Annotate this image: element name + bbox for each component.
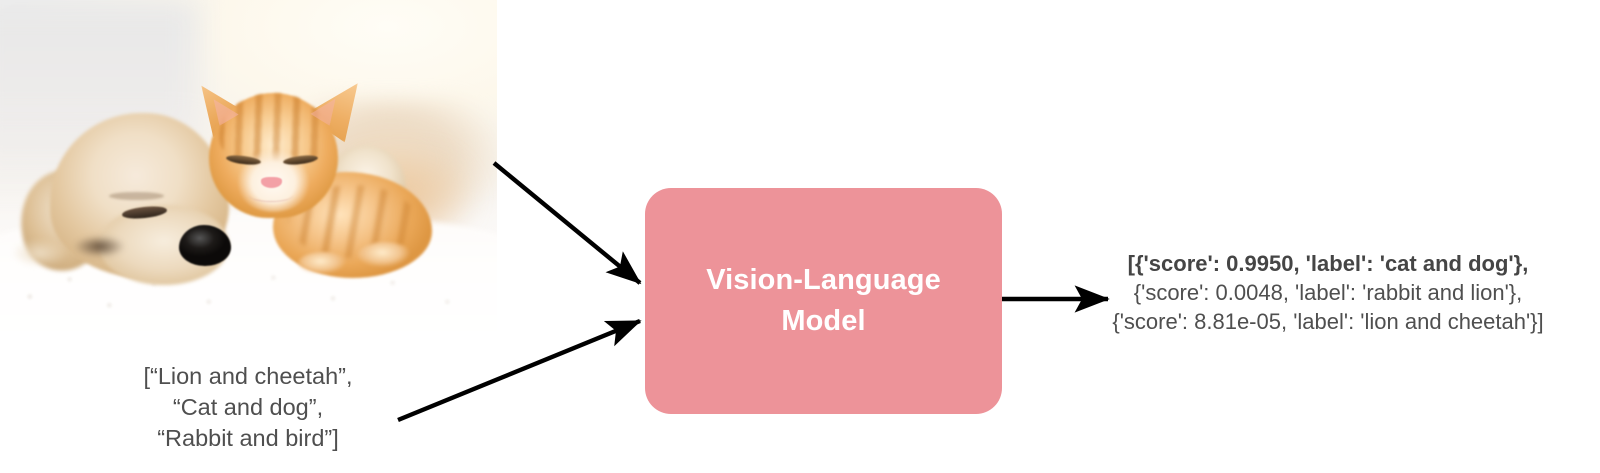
puppy-nose (178, 225, 232, 267)
prompt-line-2: “Cat and dog”, (172, 394, 324, 420)
image-to-model-arrow (492, 161, 642, 285)
photo-vignette (0, 0, 497, 331)
output-line-3: {'score': 8.81e-05, 'label': 'lion and c… (1112, 309, 1544, 334)
output-line-1: [{'score': 0.9950, 'label': 'cat and dog… (1127, 251, 1529, 276)
puppy-paw (4, 238, 75, 272)
model-label-line-1: Vision-Language (706, 263, 941, 296)
text-to-model-arrow (397, 318, 642, 423)
text-prompt-list: [“Lion and cheetah”, “Cat and dog”, “Rab… (118, 361, 378, 454)
model-output: [{'score': 0.9950, 'label': 'cat and dog… (1056, 249, 1600, 336)
kitten-nose (260, 177, 282, 188)
prompt-line-3: “Rabbit and bird”] (157, 425, 339, 451)
kitten-paw-front (357, 241, 413, 269)
puppy-shadow (64, 231, 135, 262)
model-box-label: Vision-Language Model (706, 260, 941, 342)
input-image (0, 0, 497, 331)
prompt-line-1: [“Lion and cheetah”, (143, 363, 353, 389)
kitten-mouth (248, 189, 294, 202)
model-label-line-2: Model (781, 305, 866, 337)
vision-language-model-box[interactable]: Vision-Language Model (645, 188, 1002, 414)
output-line-2: {'score': 0.0048, 'label': 'rabbit and l… (1133, 280, 1523, 305)
kitten-paw-back (298, 251, 348, 275)
puppy-brow (109, 191, 164, 200)
